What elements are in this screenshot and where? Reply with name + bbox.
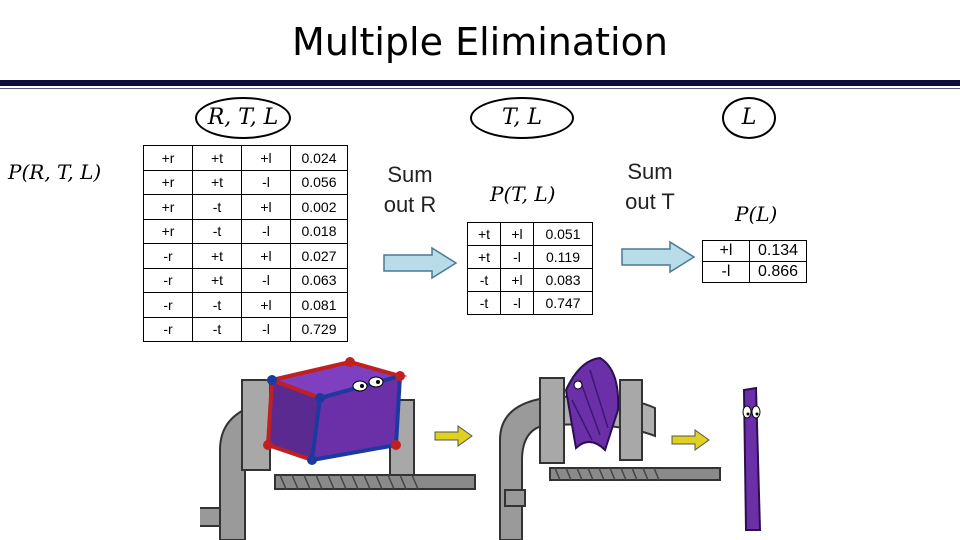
- table-cell: -l: [241, 316, 291, 342]
- factor-pl-label: P(L): [735, 202, 778, 226]
- table-cell: -r: [143, 267, 193, 293]
- sum-out-r-line1: Sum: [387, 162, 433, 187]
- right-arrow-icon: [621, 240, 696, 274]
- small-arrow-icon: [434, 425, 473, 447]
- table-cell: 0.134: [749, 240, 807, 262]
- table-cell: +r: [143, 169, 193, 195]
- squished-tl-icon: [564, 356, 620, 452]
- table-cell: -l: [500, 291, 534, 315]
- table-cell: -l: [241, 169, 291, 195]
- table-cell: +l: [500, 222, 534, 246]
- table-cell: 0.081: [290, 292, 348, 318]
- cube-rtl-icon: [263, 357, 408, 465]
- table-cell: +r: [143, 145, 193, 171]
- sum-out-t-label: Sum out T: [614, 157, 686, 217]
- sum-out-t-line2: out T: [625, 189, 675, 214]
- table-cell: +t: [467, 245, 501, 269]
- table-cell: 0.063: [290, 267, 348, 293]
- table-cell: +t: [192, 145, 242, 171]
- table-cell: +r: [143, 218, 193, 244]
- oval-rtl: R, T, L: [195, 97, 291, 139]
- slide-title: Multiple Elimination: [292, 20, 668, 64]
- factor-ptl-label: P(T, L): [490, 182, 556, 206]
- table-cell: -t: [192, 316, 242, 342]
- title-rule: [0, 80, 960, 86]
- table-cell: 0.002: [290, 194, 348, 220]
- table-cell: +r: [143, 194, 193, 220]
- table-cell: -l: [241, 218, 291, 244]
- table-cell: +l: [241, 194, 291, 220]
- oval-tl: T, L: [470, 97, 574, 139]
- table-cell: -l: [702, 261, 750, 283]
- table-cell: +t: [192, 243, 242, 269]
- oval-tl-label: T, L: [501, 105, 543, 130]
- table-cell: 0.051: [533, 222, 593, 246]
- table-cell: -r: [143, 292, 193, 318]
- table-cell: -t: [192, 292, 242, 318]
- oval-rtl-label: R, T, L: [207, 105, 279, 130]
- table-cell: +t: [192, 169, 242, 195]
- table-cell: -t: [467, 291, 501, 315]
- table-cell: -t: [192, 194, 242, 220]
- small-arrow-icon: [671, 429, 710, 451]
- elimination-illustration: [200, 356, 762, 540]
- sum-out-r-line2: out R: [383, 192, 437, 217]
- table-cell: 0.056: [290, 169, 348, 195]
- table-cell: -r: [143, 243, 193, 269]
- table-cell: +l: [702, 240, 750, 262]
- table-cell: 0.027: [290, 243, 348, 269]
- oval-l-label: L: [741, 105, 757, 130]
- table-cell: +l: [241, 145, 291, 171]
- sum-out-r-label: Sum out R: [374, 160, 446, 220]
- table-cell: 0.747: [533, 291, 593, 315]
- stick-l-icon: [742, 386, 762, 531]
- table-cell: +t: [467, 222, 501, 246]
- table-cell: 0.866: [749, 261, 807, 283]
- table-cell: +l: [241, 243, 291, 269]
- table-cell: 0.024: [290, 145, 348, 171]
- table-cell: -t: [192, 218, 242, 244]
- factor-prtl-label: P(R, T, L): [8, 160, 102, 184]
- table-cell: 0.018: [290, 218, 348, 244]
- table-cell: +l: [241, 292, 291, 318]
- table-cell: +l: [500, 268, 534, 292]
- oval-l: L: [722, 97, 776, 139]
- table-cell: +t: [192, 267, 242, 293]
- table-cell: -l: [500, 245, 534, 269]
- table-cell: -l: [241, 267, 291, 293]
- table-cell: 0.083: [533, 268, 593, 292]
- sum-out-t-line1: Sum: [627, 159, 673, 184]
- table-cell: -t: [467, 268, 501, 292]
- title-rule-thin: [0, 88, 960, 89]
- right-arrow-icon: [383, 246, 458, 280]
- table-cell: 0.119: [533, 245, 593, 269]
- table-cell: 0.729: [290, 316, 348, 342]
- table-cell: -r: [143, 316, 193, 342]
